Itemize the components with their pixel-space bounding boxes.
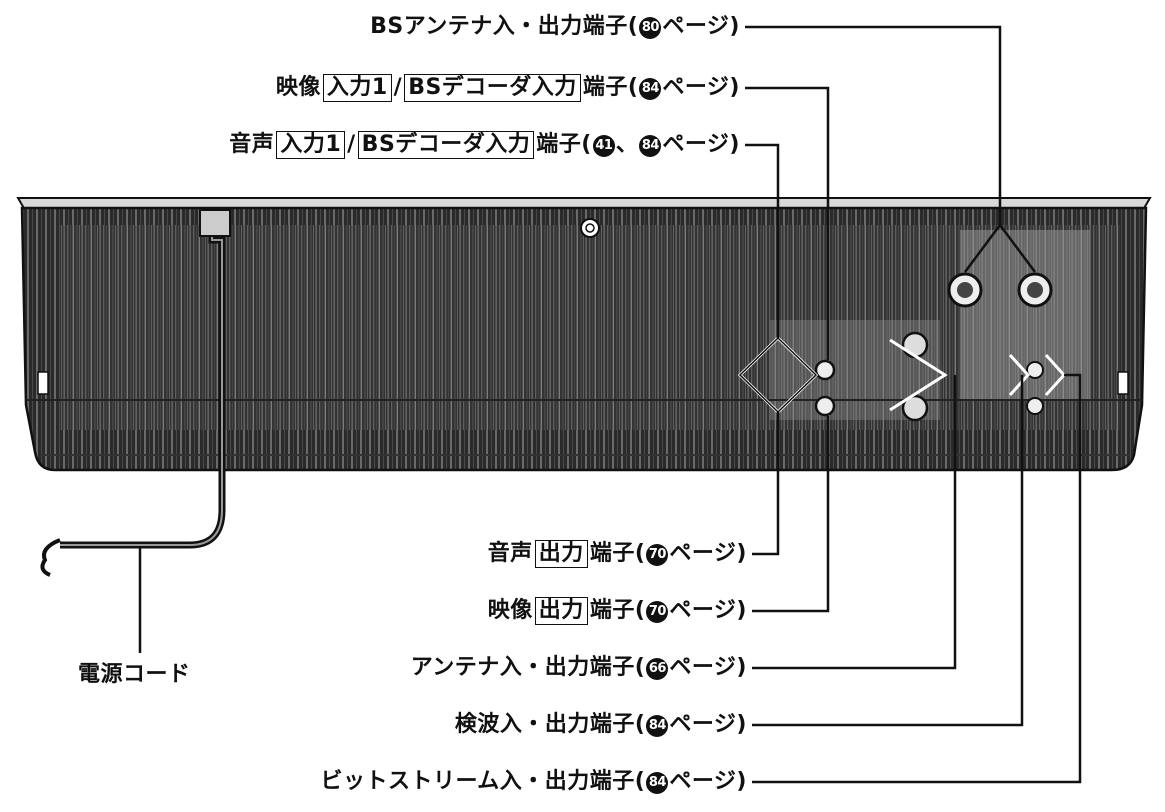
- bitstream-jack: [1026, 397, 1044, 415]
- page-number-badge: 84: [639, 135, 662, 157]
- boxed-label: 入力1: [322, 74, 392, 102]
- antenna-in-jack: [901, 331, 929, 359]
- boxed-label: 出力: [534, 540, 588, 568]
- page-number-badge: 80: [639, 17, 662, 39]
- boxed-label: BSデコーダ入力: [357, 131, 535, 159]
- page-number-badge: 70: [646, 601, 669, 623]
- detect-jack: [1026, 361, 1044, 379]
- page-number-badge: 70: [646, 544, 669, 566]
- page-number-badge: 84: [646, 715, 669, 737]
- page-number-badge: 84: [639, 78, 662, 100]
- antenna-out-jack: [901, 394, 929, 422]
- page-number-badge: 84: [646, 772, 669, 794]
- page-number-badge: 66: [646, 658, 669, 680]
- label-power-cord: 電源コード: [78, 662, 191, 687]
- video-out-jack: [814, 395, 836, 417]
- screw: [580, 218, 600, 238]
- boxed-label: 入力1: [276, 131, 346, 159]
- page-number-badge: 41: [592, 135, 615, 157]
- leader-lines: [138, 25, 1082, 784]
- boxed-label: BSデコーダ入力: [404, 74, 581, 102]
- boxed-label: 出力: [534, 597, 588, 625]
- cord-bushing: [199, 209, 231, 237]
- video-in-jack: [814, 359, 836, 381]
